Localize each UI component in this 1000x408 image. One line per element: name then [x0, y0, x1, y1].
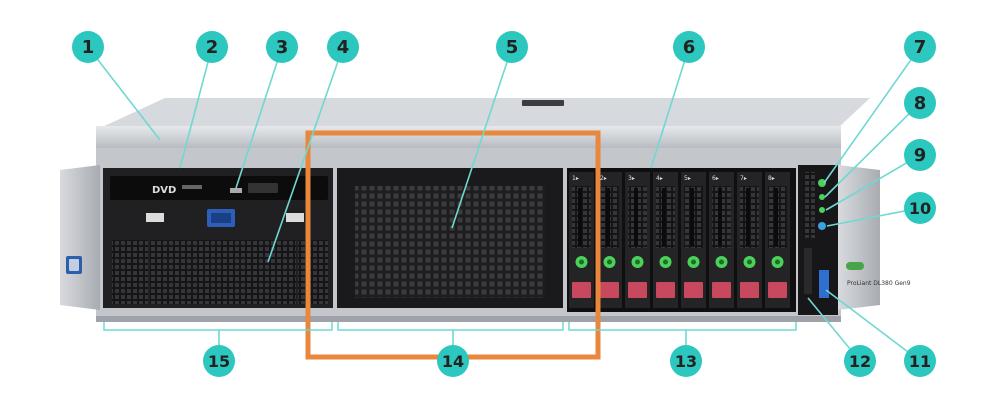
callout-2: 2 — [196, 31, 228, 63]
svg-text:15: 15 — [208, 352, 230, 371]
callout-7: 7 — [904, 31, 936, 63]
callout-3: 3 — [266, 31, 298, 63]
callout-markers: 1 2 3 4 5 6 7 8 9 10 11 12 13 14 15 — [72, 31, 936, 377]
callout-11: 11 — [904, 345, 936, 377]
drive-bay-7[interactable]: 7▸ — [737, 172, 762, 308]
svg-text:3: 3 — [276, 37, 289, 58]
drive-latch — [746, 188, 750, 246]
drive-bay-number: 7▸ — [740, 175, 747, 182]
callout-14: 14 — [437, 345, 469, 377]
usb-port-front-left[interactable] — [146, 213, 164, 222]
drive-bay-number: 2▸ — [600, 175, 607, 182]
callout-6: 6 — [673, 31, 705, 63]
drive-bay-number: 5▸ — [684, 175, 691, 182]
callout-8: 8 — [904, 87, 936, 119]
uid-button[interactable] — [818, 222, 826, 230]
drive-release-button — [684, 282, 703, 298]
drive-latch — [774, 188, 778, 246]
svg-text:14: 14 — [442, 352, 464, 371]
drive-latch — [718, 188, 722, 246]
svg-text:7: 7 — [914, 37, 927, 58]
drive-bay-2[interactable]: 2▸ — [597, 172, 622, 308]
sff-drive-bays: 1▸ 2▸ 3▸ 4▸ 5▸ 6▸ 7▸ 8▸ — [567, 168, 796, 312]
callout-4: 4 — [327, 31, 359, 63]
drive-latch — [634, 188, 638, 246]
dvd-eject-button[interactable] — [230, 188, 242, 193]
drive-release-button — [656, 282, 675, 298]
drive-release-button — [572, 282, 591, 298]
bracket-13 — [568, 322, 797, 331]
leader-6 — [650, 46, 690, 169]
callout-5: 5 — [496, 31, 528, 63]
drive-release-button — [768, 282, 787, 298]
drive-bay-number: 6▸ — [712, 175, 719, 182]
media-bay-panel: DVD — [103, 168, 333, 308]
leader-1 — [87, 46, 161, 141]
leader-7 — [823, 46, 921, 184]
drive-bay-5[interactable]: 5▸ — [681, 172, 706, 308]
svg-text:1: 1 — [82, 37, 95, 58]
drive-bay-number: 4▸ — [656, 175, 663, 182]
svg-text:2: 2 — [206, 37, 219, 58]
callout-9: 9 — [904, 139, 936, 171]
nic-status-led — [819, 207, 825, 213]
callout-12: 12 — [844, 345, 876, 377]
leader-5 — [451, 46, 513, 229]
leader-lines — [87, 46, 921, 362]
leader-4 — [267, 46, 344, 263]
leader-8 — [824, 102, 921, 198]
drive-bay-4[interactable]: 4▸ — [653, 172, 678, 308]
drive-release-button — [628, 282, 647, 298]
callout-10: 10 — [904, 192, 936, 224]
bracket-14 — [337, 322, 564, 331]
health-led — [819, 194, 825, 200]
drive-bay-number: 3▸ — [628, 175, 635, 182]
sd-card-slot[interactable] — [804, 248, 812, 294]
drive-latch — [662, 188, 666, 246]
dvd-label: DVD — [152, 185, 176, 196]
svg-text:11: 11 — [909, 352, 931, 371]
usb-3-port[interactable] — [819, 270, 829, 298]
drive-release-button — [740, 282, 759, 298]
drive-bay-8[interactable]: 8▸ — [765, 172, 790, 308]
hpe-logo — [846, 262, 864, 270]
svg-text:13: 13 — [675, 352, 697, 371]
drive-bay-number: 8▸ — [768, 175, 775, 182]
drive-latch — [578, 188, 582, 246]
leader-3 — [235, 46, 283, 189]
model-badge-text: ProLiant DL380 Gen9 — [847, 280, 911, 287]
svg-text:4: 4 — [337, 37, 350, 58]
leader-2 — [179, 46, 213, 169]
drive-latch — [690, 188, 694, 246]
drive-release-button — [600, 282, 619, 298]
leader-11 — [825, 289, 921, 362]
leader-9 — [825, 154, 921, 211]
svg-text:8: 8 — [914, 93, 927, 114]
drive-latch — [606, 188, 610, 246]
callout-15: 15 — [203, 345, 235, 377]
drive-bay-1[interactable]: 1▸ — [569, 172, 594, 308]
drive-bay-blank — [150, 240, 296, 304]
svg-text:12: 12 — [849, 352, 871, 371]
usb-port-front-right[interactable] — [286, 213, 304, 222]
svg-text:5: 5 — [506, 37, 519, 58]
vented-drive-cage-blank — [337, 168, 563, 308]
left-rack-ear — [60, 165, 100, 310]
front-control-panel — [798, 165, 838, 315]
optical-drive — [110, 176, 328, 200]
bracket-15 — [103, 322, 333, 331]
svg-text:10: 10 — [909, 199, 931, 218]
drive-release-button — [712, 282, 731, 298]
bottom-brackets — [103, 322, 797, 331]
power-button-led[interactable] — [818, 179, 826, 187]
drive-bay-6[interactable]: 6▸ — [709, 172, 734, 308]
drive-bay-3[interactable]: 3▸ — [625, 172, 650, 308]
drive-bay-number: 1▸ — [572, 175, 579, 182]
svg-text:9: 9 — [914, 145, 927, 166]
svg-text:6: 6 — [683, 37, 696, 58]
callout-1: 1 — [72, 31, 104, 63]
callout-13: 13 — [670, 345, 702, 377]
right-rack-ear: ProLiant DL380 Gen9 — [838, 165, 911, 310]
